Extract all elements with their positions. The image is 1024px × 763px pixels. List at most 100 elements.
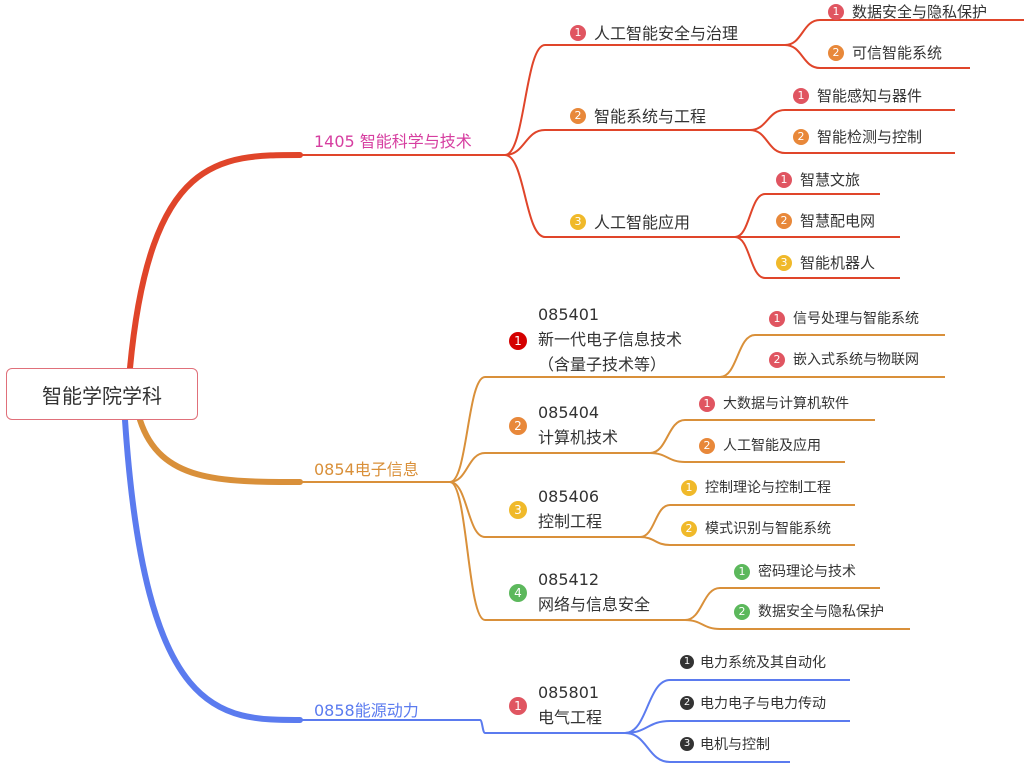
node-label: 计算机技术 [538, 428, 619, 447]
number-badge: 3 [509, 501, 527, 519]
leaf-label: 密码理论与技术 [758, 564, 856, 580]
connector-line [624, 732, 790, 763]
connector-line [624, 720, 850, 734]
number-badge: 1 [828, 4, 844, 20]
leaf-node[interactable]: 2 智慧配电网 [776, 211, 875, 231]
root-label: 智能学院学科 [42, 383, 162, 408]
node-note: （含量子技术等） [538, 355, 667, 374]
connector-line [719, 334, 945, 378]
number-badge: 2 [681, 521, 697, 537]
leaf-node[interactable]: 2 可信智能系统 [828, 43, 942, 63]
node-label: 控制工程 [538, 512, 603, 531]
connector-line [449, 376, 720, 483]
leaf-label: 智能机器人 [800, 254, 876, 272]
connector-line [504, 44, 785, 156]
node-ai-applications[interactable]: 3 人工智能应用 [570, 212, 690, 233]
connector-line [784, 19, 1024, 46]
leaf-label: 信号处理与智能系统 [793, 311, 919, 327]
connector-line [734, 236, 900, 279]
number-badge: 2 [828, 45, 844, 61]
leaf-node[interactable]: 2 人工智能及应用 [699, 437, 821, 455]
branch-electronic-info[interactable]: 0854电子信息 [314, 460, 419, 479]
connector-line [749, 109, 955, 131]
number-badge: 1 [769, 311, 785, 327]
connector-line [684, 619, 910, 630]
node-085404[interactable]: 085404 计算机技术 [538, 400, 618, 450]
number-badge: 1 [570, 25, 586, 41]
node-code: 085401 [538, 305, 600, 324]
connector-line [504, 154, 735, 238]
leaf-node[interactable]: 1 信号处理与智能系统 [769, 310, 919, 328]
connector-line [624, 679, 850, 734]
number-badge: 3 [570, 214, 586, 230]
connector-line [684, 587, 880, 621]
leaf-node[interactable]: 2 模式识别与智能系统 [681, 520, 831, 538]
number-badge: 2 [680, 696, 694, 710]
branch-intelligent-science[interactable]: 1405 智能科学与技术 [314, 132, 472, 151]
node-label: 新一代电子信息技术 [538, 330, 683, 349]
leaf-label: 控制理论与控制工程 [705, 480, 831, 496]
node-085801[interactable]: 085801 电气工程 [538, 680, 602, 730]
number-badge: 4 [509, 584, 527, 602]
number-badge: 2 [699, 438, 715, 454]
number-badge: 2 [570, 108, 586, 124]
number-badge: 1 [734, 564, 750, 580]
number-badge: 2 [769, 352, 785, 368]
root-node[interactable]: 智能学院学科 [6, 368, 198, 420]
number-badge: 1 [793, 88, 809, 104]
leaf-node[interactable]: 1 控制理论与控制工程 [681, 479, 831, 497]
leaf-label: 电机与控制 [700, 737, 770, 753]
connector-line [649, 452, 845, 463]
node-label: 人工智能应用 [594, 213, 691, 232]
connector-line [504, 129, 750, 156]
number-badge: 3 [776, 255, 792, 271]
leaf-label: 模式识别与智能系统 [705, 521, 831, 537]
leaf-node[interactable]: 1 密码理论与技术 [734, 563, 856, 581]
connector-line [749, 129, 955, 154]
connector-line [479, 719, 625, 734]
connector-line [449, 481, 685, 621]
number-badge: 1 [509, 697, 527, 715]
connector-line [639, 536, 855, 546]
number-badge: 2 [509, 417, 527, 435]
leaf-label: 人工智能及应用 [723, 438, 821, 454]
leaf-node[interactable]: 2 电力电子与电力传动 [680, 695, 826, 713]
number-badge: 1 [681, 480, 697, 496]
number-badge: 2 [793, 129, 809, 145]
main-branch-line [127, 152, 303, 371]
leaf-label: 电力系统及其自动化 [700, 655, 826, 671]
leaf-label: 可信智能系统 [852, 44, 943, 62]
node-label: 电气工程 [538, 708, 603, 727]
number-badge: 2 [776, 213, 792, 229]
node-code: 085404 [538, 403, 600, 422]
leaf-node[interactable]: 2 嵌入式系统与物联网 [769, 351, 919, 369]
leaf-label: 嵌入式系统与物联网 [793, 352, 919, 368]
leaf-label: 数据安全与隐私保护 [758, 604, 884, 620]
number-badge: 1 [680, 655, 694, 669]
number-badge: 1 [509, 332, 527, 350]
node-code: 085801 [538, 683, 600, 702]
leaf-label: 电力电子与电力传动 [700, 696, 826, 712]
number-badge: 1 [699, 396, 715, 412]
node-085401[interactable]: 085401 新一代电子信息技术 （含量子技术等） [538, 302, 682, 377]
connector-line [449, 481, 640, 538]
leaf-node[interactable]: 2 智能检测与控制 [793, 127, 922, 147]
leaf-node[interactable]: 3 智能机器人 [776, 253, 875, 273]
leaf-label: 智慧文旅 [800, 171, 861, 189]
leaf-label: 智能检测与控制 [817, 128, 923, 146]
connector-line [649, 419, 875, 454]
leaf-label: 智慧配电网 [800, 212, 876, 230]
leaf-node[interactable]: 1 电力系统及其自动化 [680, 654, 826, 672]
branch-energy-power[interactable]: 0858能源动力 [314, 701, 419, 720]
